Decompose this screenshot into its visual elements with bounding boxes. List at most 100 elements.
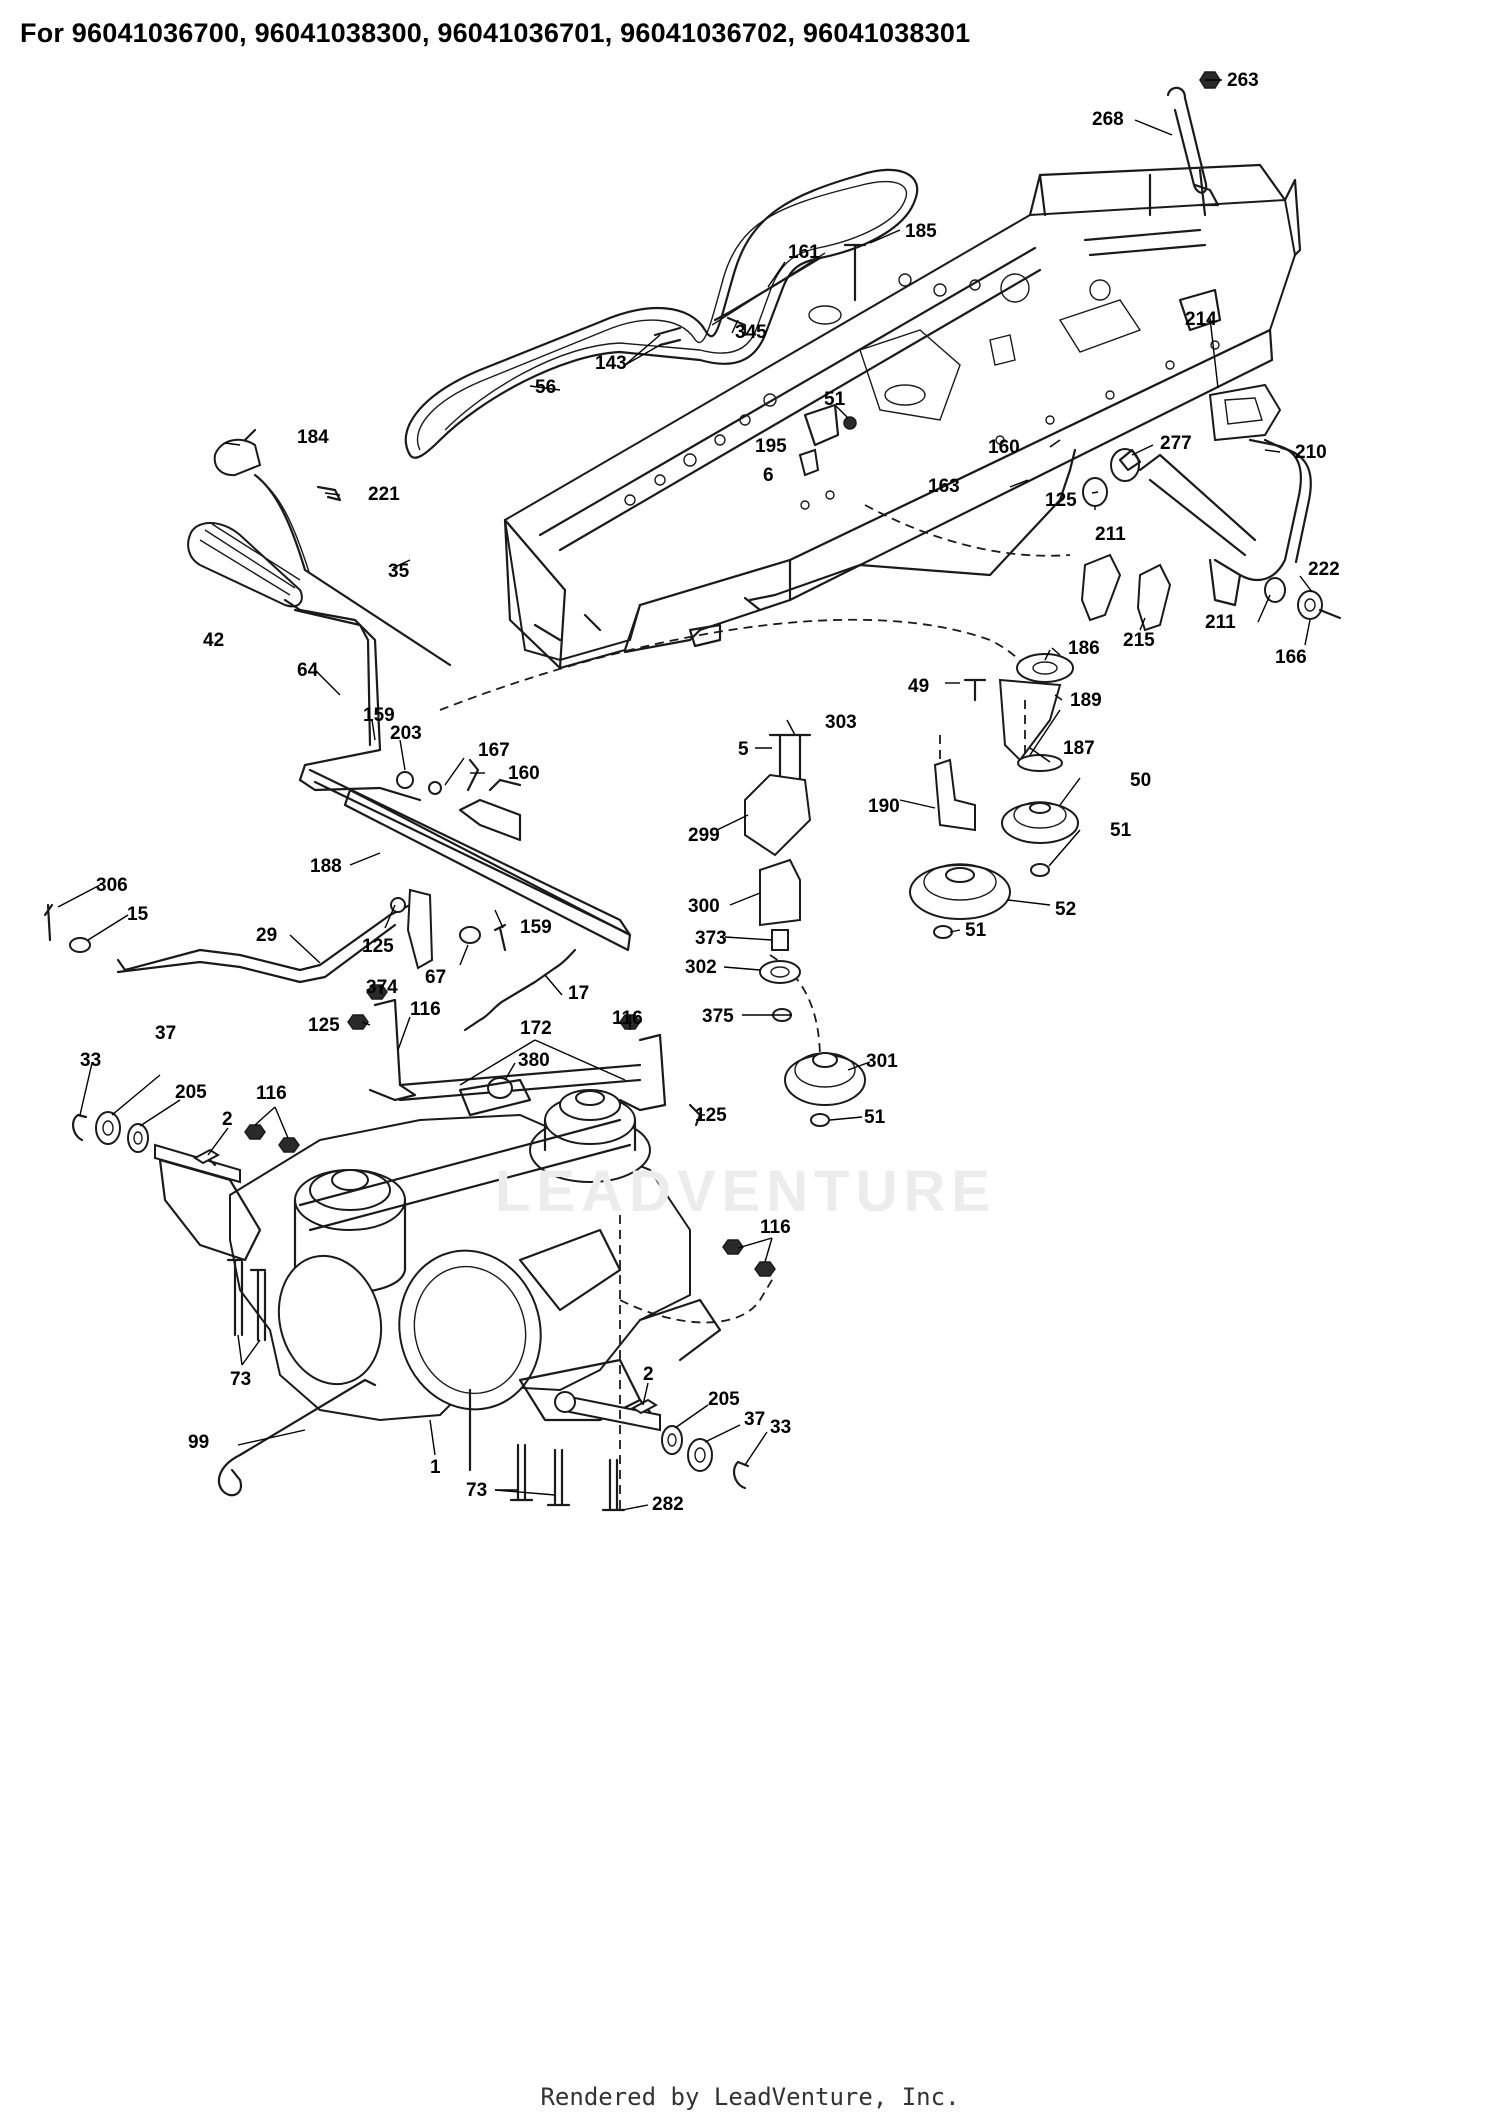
callout-125-b[interactable]: 125 bbox=[362, 936, 394, 957]
callout-172[interactable]: 172 bbox=[520, 1018, 552, 1039]
stationary-idler-assembly bbox=[909, 653, 1079, 939]
brake-pedal-assembly bbox=[1080, 383, 1342, 632]
callout-37-b[interactable]: 37 bbox=[744, 1409, 766, 1430]
callout-99[interactable]: 99 bbox=[188, 1432, 210, 1453]
callout-2[interactable]: 2 bbox=[222, 1109, 233, 1130]
callout-160-b[interactable]: 160 bbox=[508, 763, 540, 784]
shift-rod bbox=[1166, 71, 1221, 207]
guide-line-idler bbox=[769, 954, 821, 1061]
callout-125-c[interactable]: 125 bbox=[308, 1015, 340, 1036]
callout-167[interactable]: 167 bbox=[478, 740, 510, 761]
callout-51-c[interactable]: 51 bbox=[965, 920, 987, 941]
callout-299[interactable]: 299 bbox=[688, 825, 720, 846]
callout-64[interactable]: 64 bbox=[297, 660, 319, 681]
guide-line-right bbox=[619, 1274, 776, 1324]
callout-374[interactable]: 374 bbox=[366, 977, 398, 998]
footer-credit: Rendered by LeadVenture, Inc. bbox=[540, 2083, 960, 2111]
callout-33-b[interactable]: 33 bbox=[770, 1417, 792, 1438]
callout-221[interactable]: 221 bbox=[368, 484, 400, 505]
callout-375[interactable]: 375 bbox=[702, 1006, 734, 1027]
callout-163[interactable]: 163 bbox=[928, 476, 960, 497]
callout-51-b[interactable]: 51 bbox=[1110, 820, 1132, 841]
callout-302[interactable]: 302 bbox=[685, 957, 717, 978]
brake-rod bbox=[748, 448, 1077, 602]
axle-hardware-left bbox=[72, 1111, 220, 1165]
callout-143[interactable]: 143 bbox=[595, 353, 627, 374]
callout-306[interactable]: 306 bbox=[96, 875, 128, 896]
callout-373[interactable]: 373 bbox=[695, 928, 727, 949]
small-hardware-top bbox=[653, 243, 867, 477]
callout-56[interactable]: 56 bbox=[535, 377, 557, 398]
callout-277[interactable]: 277 bbox=[1160, 433, 1192, 454]
callout-42[interactable]: 42 bbox=[203, 630, 225, 651]
callout-205[interactable]: 205 bbox=[175, 1082, 207, 1103]
drive-pedal-assembly bbox=[187, 473, 632, 937]
idler-spring bbox=[463, 948, 577, 1032]
guide-line bbox=[864, 504, 1071, 557]
callout-189[interactable]: 189 bbox=[1070, 690, 1102, 711]
callout-33[interactable]: 33 bbox=[80, 1050, 102, 1071]
callout-185[interactable]: 185 bbox=[905, 221, 937, 242]
callout-215[interactable]: 215 bbox=[1123, 630, 1155, 651]
callout-282[interactable]: 282 bbox=[652, 1494, 684, 1515]
callout-380[interactable]: 380 bbox=[518, 1050, 550, 1071]
callout-17[interactable]: 17 bbox=[568, 983, 590, 1004]
callout-37[interactable]: 37 bbox=[155, 1023, 177, 1044]
callout-211[interactable]: 211 bbox=[1095, 524, 1126, 545]
callout-67[interactable]: 67 bbox=[425, 967, 447, 988]
callout-125-d[interactable]: 125 bbox=[695, 1105, 727, 1126]
callout-73[interactable]: 73 bbox=[230, 1369, 252, 1390]
callout-345[interactable]: 345 bbox=[735, 322, 767, 343]
watermark: LEADVENTURE bbox=[495, 1159, 997, 1224]
callout-50[interactable]: 50 bbox=[1130, 770, 1152, 791]
callout-190[interactable]: 190 bbox=[868, 796, 900, 817]
callout-203[interactable]: 203 bbox=[390, 723, 422, 744]
callout-35[interactable]: 35 bbox=[388, 561, 410, 582]
callout-161[interactable]: 161 bbox=[788, 242, 820, 263]
callout-49[interactable]: 49 bbox=[908, 676, 930, 697]
callout-188[interactable]: 188 bbox=[310, 856, 342, 877]
callout-52[interactable]: 52 bbox=[1055, 899, 1077, 920]
callout-301[interactable]: 301 bbox=[866, 1051, 898, 1072]
callout-303[interactable]: 303 bbox=[825, 712, 857, 733]
callout-116-b[interactable]: 116 bbox=[612, 1008, 643, 1029]
callout-160[interactable]: 160 bbox=[988, 437, 1020, 458]
callout-184[interactable]: 184 bbox=[297, 427, 329, 448]
callout-116-d[interactable]: 116 bbox=[760, 1217, 791, 1238]
callout-210[interactable]: 210 bbox=[1295, 442, 1327, 463]
axle-hardware-right bbox=[631, 1398, 750, 1490]
callout-116-c[interactable]: 116 bbox=[256, 1083, 287, 1104]
bypass-rod bbox=[217, 1378, 377, 1497]
callout-222[interactable]: 222 bbox=[1308, 559, 1340, 580]
callout-1[interactable]: 1 bbox=[430, 1457, 441, 1478]
callout-263[interactable]: 263 bbox=[1227, 70, 1259, 91]
drive-rod bbox=[43, 888, 507, 984]
callout-186[interactable]: 186 bbox=[1068, 638, 1100, 659]
cross-shaft bbox=[343, 618, 1046, 952]
callout-51-d[interactable]: 51 bbox=[864, 1107, 886, 1128]
callout-2-b[interactable]: 2 bbox=[643, 1364, 654, 1385]
callout-116[interactable]: 116 bbox=[410, 999, 441, 1020]
callout-29[interactable]: 29 bbox=[256, 925, 278, 946]
callout-187[interactable]: 187 bbox=[1063, 738, 1095, 759]
callout-214[interactable]: 214 bbox=[1185, 309, 1217, 330]
callout-211-b[interactable]: 211 bbox=[1205, 612, 1236, 633]
callout-6[interactable]: 6 bbox=[763, 465, 774, 486]
callout-5[interactable]: 5 bbox=[738, 739, 749, 760]
page-title: For 96041036700, 96041038300, 9604103670… bbox=[20, 18, 971, 48]
callout-300[interactable]: 300 bbox=[688, 896, 720, 917]
mounting-bolts bbox=[226, 1258, 626, 1512]
callout-166[interactable]: 166 bbox=[1275, 647, 1307, 668]
callout-159[interactable]: 159 bbox=[363, 705, 395, 726]
callout-195[interactable]: 195 bbox=[755, 436, 787, 457]
callout-205-b[interactable]: 205 bbox=[708, 1389, 740, 1410]
callout-15[interactable]: 15 bbox=[127, 904, 149, 925]
tractor-frame bbox=[503, 163, 1302, 670]
callout-268[interactable]: 268 bbox=[1092, 109, 1124, 130]
callout-159-b[interactable]: 159 bbox=[520, 917, 552, 938]
callout-51[interactable]: 51 bbox=[824, 389, 846, 410]
callout-125[interactable]: 125 bbox=[1045, 490, 1077, 511]
drive-belt bbox=[404, 168, 919, 459]
callout-73-b[interactable]: 73 bbox=[466, 1480, 488, 1501]
